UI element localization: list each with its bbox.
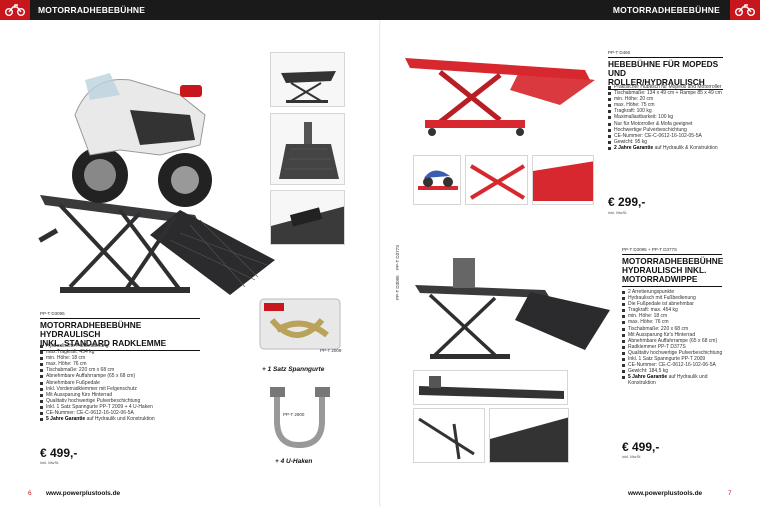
feature-item: Radklemmer PP-T D377S <box>622 344 724 350</box>
u-hooks-image <box>270 387 330 449</box>
footer-url-right[interactable]: www.powerplustools.de <box>628 490 703 497</box>
feature-item: Praktischer Hubtisch für Mopeds und Moto… <box>608 84 723 90</box>
feature-item: Abnehmbare Auffahrrampe (65 x 68 cm) <box>622 338 724 344</box>
page-spine <box>379 20 381 507</box>
feature-item: min. Höhe: 18 cm <box>622 313 724 319</box>
feature-item: min. Höhe: 18 cm <box>40 355 210 361</box>
feature-item: Qualitativ hochwertige Pulverbeschichtun… <box>622 350 724 356</box>
product-code: PP-T D3095 + PP-T D377S <box>622 247 677 252</box>
product-title: MOTORRADHEBEBÜHNE HYDRAULISCH INKL. MOTO… <box>622 254 723 287</box>
feature-item: Inkl. 1 Satz Spanngurte PP-T 2009 <box>622 356 724 362</box>
feature-item: Hochwertige Pulverbeschichtung <box>608 127 723 133</box>
product-code: PP-T D3095 <box>40 311 65 316</box>
feature-item: CE-Nummer: CE-C-0612-16-102-05-5A <box>608 133 723 139</box>
feature-item: Abnehmbare Fußpedale <box>40 380 210 386</box>
scooter-on-lift-image <box>413 155 461 205</box>
motorcycle-logo-icon <box>735 4 755 16</box>
feature-item: Hydraulische Fußbedienung <box>40 343 210 349</box>
side-code: PP-T D3095 <box>395 275 400 300</box>
feature-item: 2 Arretierungspunkte <box>622 289 724 295</box>
vat-note: inkl. MwSt. <box>40 460 60 465</box>
product-title: MOTORRADHEBEBÜHNE HYDRAULISCH INKL. STAN… <box>40 318 200 351</box>
page-header: MOTORRADHEBEBÜHNE MOTORRADHEBEBÜHNE <box>0 0 760 20</box>
feature-item: Tragkraft: max. 454 kg <box>622 307 724 313</box>
page-number-right: 7 <box>728 490 732 497</box>
header-title-left: MOTORRADHEBEBÜHNE <box>38 5 146 15</box>
side-code: PP-T D377S <box>395 244 400 270</box>
feature-item: max. Höhe: 76 cm <box>622 319 724 325</box>
lift-with-wheel-chock-image <box>415 258 610 359</box>
feature-item: Tischabmaße: 134 x 49 cm + Rampe 85 x 49… <box>608 90 723 96</box>
guarantee-item: 5 Jahre Garantie auf Hydraulik und Konst… <box>40 416 210 422</box>
hooks-caption: + 4 U-Haken <box>275 458 313 465</box>
feature-item: max. Höhe: 75 cm <box>608 102 723 108</box>
header-title-right: MOTORRADHEBEBÜHNE <box>612 5 720 15</box>
motorcycle-lift-image <box>38 73 275 295</box>
brand-logo-right <box>730 0 760 20</box>
feature-item: Inkl. 1 Satz Spanngurte PP-T 2009 + 4 U-… <box>40 404 210 410</box>
feature-item: Maximallastbarkeit: 100 kg <box>608 114 723 120</box>
feature-item: CE-Nummer: CE-C-0612-16-102-06-5A <box>40 410 210 416</box>
vat-note: inkl. MwSt. <box>608 210 628 215</box>
detail-image-clamp <box>270 190 345 245</box>
feature-item: Nur für Motorroller & Mofa geeignet <box>608 121 723 127</box>
straps-code: PP-T 2009 <box>320 348 342 353</box>
page-number-left: 6 <box>28 490 32 497</box>
detail-image-deck <box>270 113 345 185</box>
lift-deck-detail <box>489 408 569 463</box>
feature-item: Qualitativ hochwertige Pulverbeschichtun… <box>40 398 210 404</box>
scooter-lift-image <box>405 58 595 136</box>
vat-note: inkl. MwSt. <box>622 454 642 459</box>
brand-logo-left <box>0 0 30 20</box>
feature-item: Tragkraft: 100 kg <box>608 108 723 114</box>
product-code: PP-T D460 <box>608 50 631 55</box>
feature-item: Tischabmaße: 220 cm x 68 cm <box>40 367 210 373</box>
feature-item: Inkl. Vorderradklemmer mit Felgenschutz <box>40 386 210 392</box>
straps-caption: + 1 Satz Spanngurte <box>262 366 325 373</box>
price: € 299,- <box>608 195 646 209</box>
lift-pedal-detail <box>413 408 485 463</box>
feature-item: Tischabmaße: 220 x 68 cm <box>622 326 724 332</box>
guarantee-item: 2 Jahre Garantie auf Hydraulik & Konstru… <box>608 145 723 151</box>
feature-item: max.Tragkraft: 454 kg <box>40 349 210 355</box>
scooter-lift-detail-2 <box>532 155 594 205</box>
lift-lowered-image <box>413 370 568 405</box>
feature-item: Mit Aussparung für's Hinterrad <box>622 332 724 338</box>
hooks-code: PP-T 2900 <box>283 412 305 417</box>
feature-list: Praktischer Hubtisch für Mopeds und Moto… <box>608 84 723 151</box>
feature-item: min. Höhe: 20 cm <box>608 96 723 102</box>
price: € 499,- <box>622 440 660 454</box>
scooter-lift-detail-1 <box>465 155 528 205</box>
feature-item: Gewicht: 184,5 kg <box>622 368 724 374</box>
footer-url-left[interactable]: www.powerplustools.de <box>46 490 121 497</box>
feature-item: Mit Aussparung fürs Hinterrad <box>40 392 210 398</box>
motorcycle-logo-icon <box>5 4 25 16</box>
feature-item: Abnehmbare Auffahrrampe (65 x 68 cm) <box>40 373 210 379</box>
feature-item: Hydraulisch mit Fußbedienung <box>622 295 724 301</box>
straps-image <box>259 298 341 350</box>
detail-image-lift-top <box>270 52 345 107</box>
feature-item: CE-Nummer: CE-C-0612-16-102-06-5A <box>622 362 724 368</box>
feature-item: max. Höhe: 76 cm <box>40 361 210 367</box>
feature-item: Gewicht: 95 kg <box>608 139 723 145</box>
price: € 499,- <box>40 446 78 460</box>
feature-item: Die Fußpedale ist abnehmbar <box>622 301 724 307</box>
product-title: HEBEBÜHNE FÜR MOPEDS UND ROLLER/HYDRAULI… <box>608 57 723 90</box>
guarantee-item: 5 Jahre Garantie auf Hydraulik und Konst… <box>622 374 724 386</box>
